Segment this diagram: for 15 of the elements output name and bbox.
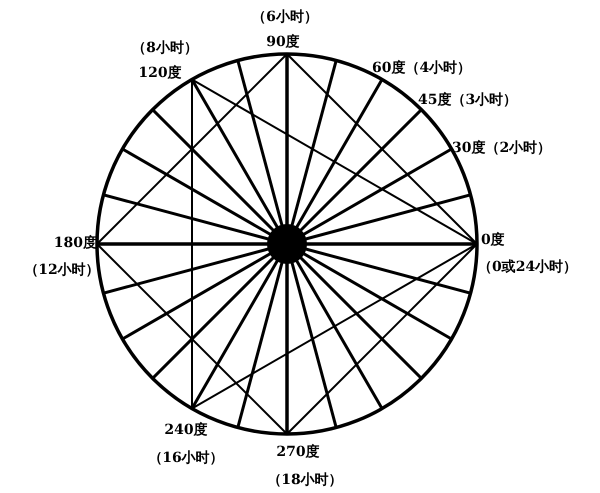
angle-label: 60度（4小时） [372,61,472,75]
angle-label: （0或24小时） [478,260,578,274]
angle-label: （8小时） [132,41,198,55]
angle-label: 120度 [138,66,182,80]
angle-label: 30度（2小时） [452,141,552,155]
angle-label: （6小时） [252,10,318,24]
angle-label: （18小时） [267,473,343,487]
angle-label: 45度（3小时） [418,93,518,107]
angle-label: （12小时） [24,263,100,277]
angle-label: 90度 [266,35,300,49]
angle-label: 0度 [481,233,505,247]
angle-label: 270度 [276,445,320,459]
angle-label: 240度 [164,423,208,437]
angle-label: （16小时） [148,451,224,465]
angle-label: 180度 [54,236,97,250]
